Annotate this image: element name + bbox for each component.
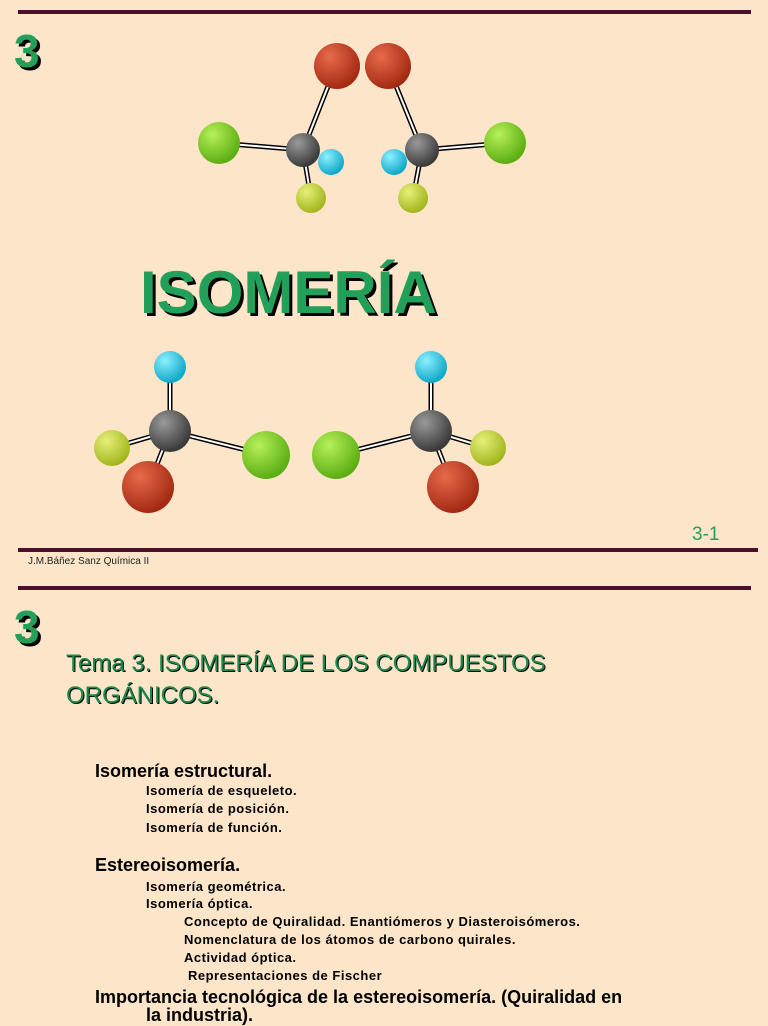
- outline-item: Isomería óptica.: [146, 896, 253, 911]
- outline-item: Isomería de esqueleto.: [146, 783, 298, 798]
- oxygen-atom: [427, 461, 479, 513]
- outline-subitem: Actividad óptica.: [184, 950, 297, 965]
- outline-section-continued: la industria).: [146, 1005, 254, 1025]
- carbon-atom: [405, 133, 439, 167]
- outline-section: Importancia tecnológica de la estereoiso…: [95, 987, 623, 1007]
- hydrogen-atom: [154, 351, 186, 383]
- top-rule-slide2: [18, 586, 751, 590]
- outline-subitem: Concepto de Quiralidad. Enantiómeros y D…: [184, 914, 581, 929]
- fluorine-atom: [470, 430, 506, 466]
- topic-heading: Tema 3. ISOMERÍA DE LOS COMPUESTOS ORGÁN…: [66, 650, 546, 709]
- outline-section: Estereoisomería.: [95, 855, 241, 875]
- carbon-atom: [149, 410, 191, 452]
- molecule-top-left: [198, 43, 360, 213]
- carbon-atom: [286, 133, 320, 167]
- slide-number: 3: [14, 601, 40, 653]
- outline-item: Isomería geométrica.: [146, 879, 287, 894]
- outline-section: Isomería estructural.: [95, 761, 273, 781]
- oxygen-atom: [314, 43, 360, 89]
- carbon-atom: [410, 410, 452, 452]
- bottom-rule-slide1: [18, 548, 758, 552]
- fluorine-atom: [398, 183, 428, 213]
- footer-credit: J.M.Báñez Sanz Química II: [28, 556, 150, 567]
- outline-subitem: Representaciones de Fischer: [188, 968, 383, 983]
- chlorine-atom: [198, 122, 240, 164]
- chlorine-atom: [242, 431, 290, 479]
- fluorine-atom: [94, 430, 130, 466]
- outline-item: Isomería de posición.: [146, 801, 290, 816]
- molecule-top-right: [365, 43, 526, 213]
- molecule-bottom-left: [94, 351, 290, 513]
- outline-item: Isomería de función.: [146, 820, 283, 835]
- chlorine-atom: [484, 122, 526, 164]
- oxygen-atom: [122, 461, 174, 513]
- top-rule-slide1: [18, 10, 751, 14]
- slide-title: ISOMERÍA: [140, 259, 437, 326]
- oxygen-atom: [365, 43, 411, 89]
- hydrogen-atom: [415, 351, 447, 383]
- hydrogen-atom: [381, 149, 407, 175]
- chlorine-atom: [312, 431, 360, 479]
- molecule-bottom-right: [312, 351, 506, 513]
- slide-number: 3: [14, 25, 40, 77]
- outline-subitem: Nomenclatura de los átomos de carbono qu…: [184, 932, 516, 947]
- fluorine-atom: [296, 183, 326, 213]
- page-number: 3-1: [692, 524, 720, 545]
- hydrogen-atom: [318, 149, 344, 175]
